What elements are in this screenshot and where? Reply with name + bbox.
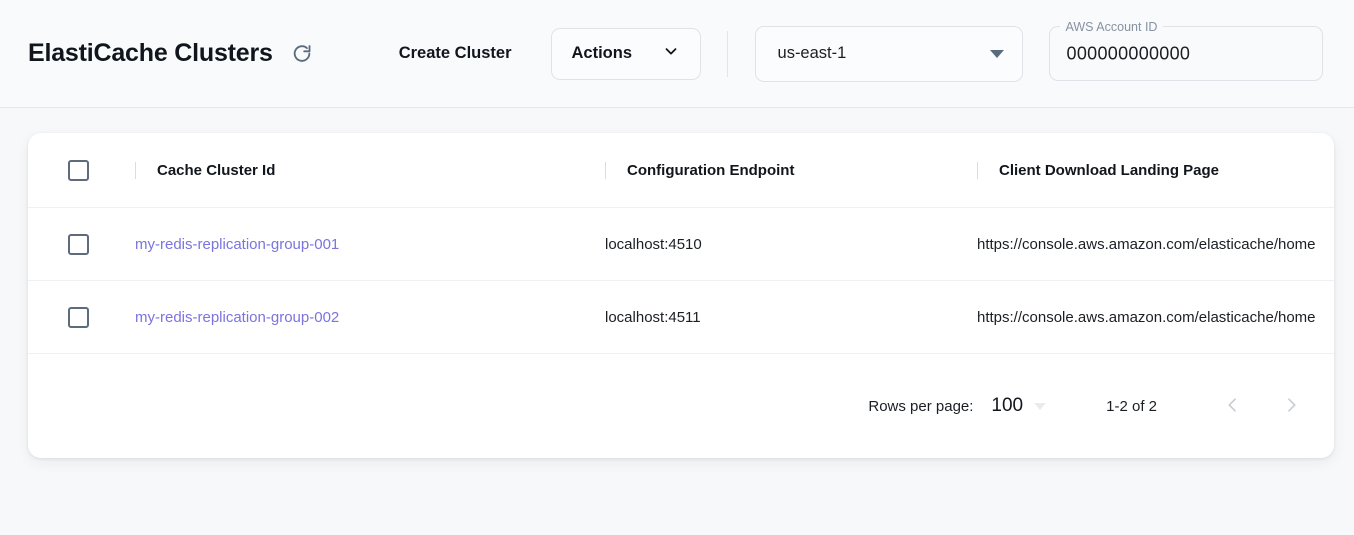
- row-select-cell: [28, 207, 135, 281]
- next-page-button[interactable]: [1270, 385, 1312, 427]
- table-header-row: Cache Cluster Id Configuration Endpoint …: [28, 133, 1334, 208]
- aws-account-id-input[interactable]: [1066, 43, 1307, 64]
- row-cluster-id-cell: my-redis-replication-group-001: [135, 207, 605, 281]
- select-all-header: [28, 133, 135, 208]
- table-body: my-redis-replication-group-001 localhost…: [28, 207, 1334, 354]
- column-header-landing-page[interactable]: Client Download Landing Page: [977, 133, 1334, 208]
- rows-per-page-value[interactable]: 100: [991, 395, 1024, 416]
- row-checkbox[interactable]: [68, 306, 89, 328]
- landing-page-value: https://console.aws.amazon.com/elasticac…: [977, 308, 1316, 326]
- chevron-right-icon: [1281, 395, 1301, 418]
- cluster-id-link[interactable]: my-redis-replication-group-001: [135, 235, 340, 253]
- chevron-down-icon: [662, 42, 680, 65]
- landing-page-value: https://console.aws.amazon.com/elasticac…: [977, 235, 1316, 253]
- table-row: my-redis-replication-group-001 localhost…: [28, 207, 1334, 281]
- pagination-range-label: 1-2 of 2: [1106, 397, 1157, 415]
- select-all-checkbox[interactable]: [68, 159, 89, 181]
- toolbar-divider: [726, 30, 728, 77]
- table-row: my-redis-replication-group-002 localhost…: [28, 280, 1334, 354]
- actions-label: Actions: [571, 44, 633, 62]
- row-landing-page-cell: https://console.aws.amazon.com/elasticac…: [977, 207, 1334, 281]
- refresh-icon: [291, 43, 313, 65]
- column-divider-tick: [135, 161, 136, 179]
- aws-account-id-label: AWS Account ID: [1065, 19, 1158, 34]
- clusters-table: Cache Cluster Id Configuration Endpoint …: [28, 133, 1334, 354]
- refresh-button[interactable]: [287, 39, 317, 69]
- row-endpoint-cell: localhost:4510: [605, 207, 977, 281]
- row-checkbox[interactable]: [68, 233, 89, 255]
- row-landing-page-cell: https://console.aws.amazon.com/elasticac…: [977, 280, 1334, 354]
- create-cluster-button[interactable]: Create Cluster: [395, 38, 516, 69]
- previous-page-button[interactable]: [1212, 385, 1254, 427]
- actions-dropdown-button[interactable]: Actions: [550, 27, 701, 80]
- caret-down-icon: [989, 49, 1004, 58]
- endpoint-value: localhost:4511: [605, 308, 701, 326]
- row-select-cell: [28, 280, 135, 354]
- row-endpoint-cell: localhost:4511: [605, 280, 977, 354]
- page-title: ElastiCache Clusters: [28, 39, 273, 67]
- cluster-id-link[interactable]: my-redis-replication-group-002: [135, 308, 340, 326]
- column-header-label: Configuration Endpoint: [627, 161, 795, 179]
- table-pagination: Rows per page: 100 1-2 of 2: [28, 353, 1334, 458]
- chevron-left-icon: [1223, 395, 1243, 418]
- column-header-label: Client Download Landing Page: [999, 161, 1220, 179]
- page-header: ElastiCache Clusters Create Cluster Acti…: [0, 0, 1354, 108]
- column-divider-tick: [605, 161, 606, 179]
- column-header-endpoint[interactable]: Configuration Endpoint: [605, 133, 977, 208]
- rows-per-page-label: Rows per page:: [868, 397, 974, 415]
- clusters-table-card: Cache Cluster Id Configuration Endpoint …: [28, 133, 1334, 458]
- region-select[interactable]: us-east-1: [754, 25, 1023, 82]
- aws-account-id-field[interactable]: AWS Account ID: [1048, 20, 1323, 81]
- column-divider-tick: [977, 161, 978, 179]
- column-header-label: Cache Cluster Id: [157, 161, 276, 179]
- caret-down-icon[interactable]: [1034, 402, 1047, 410]
- endpoint-value: localhost:4510: [605, 235, 702, 253]
- row-cluster-id-cell: my-redis-replication-group-002: [135, 280, 605, 354]
- region-select-value: us-east-1: [777, 44, 847, 62]
- table-header: Cache Cluster Id Configuration Endpoint …: [28, 133, 1334, 208]
- column-header-cluster-id[interactable]: Cache Cluster Id: [135, 133, 605, 208]
